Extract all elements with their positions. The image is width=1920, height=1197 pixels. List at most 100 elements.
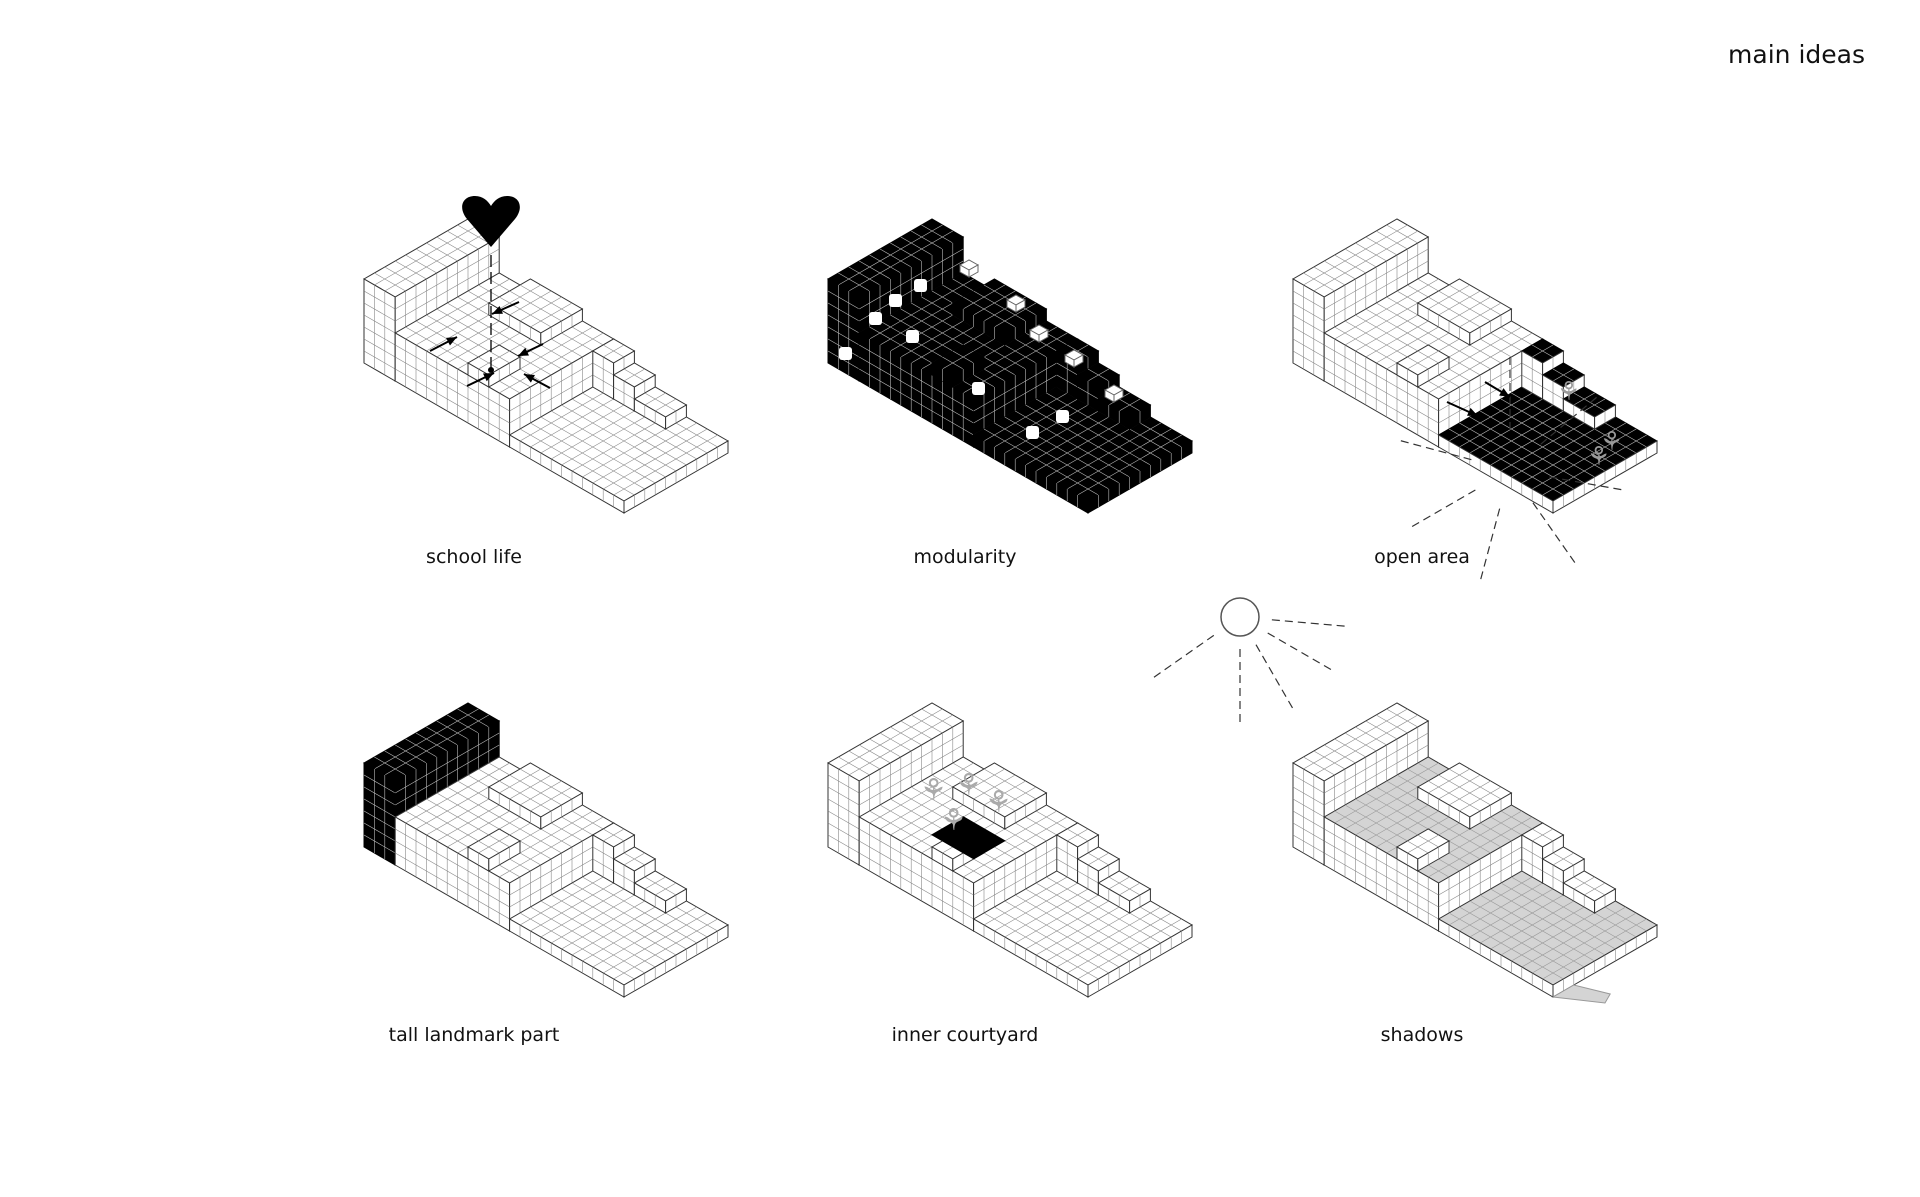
white-module bbox=[869, 312, 882, 325]
grid-lines bbox=[519, 380, 718, 496]
grid-lines bbox=[644, 889, 656, 907]
grid-lines bbox=[613, 381, 635, 405]
grid-lines bbox=[499, 768, 573, 812]
grid-lines bbox=[603, 344, 625, 358]
grid-lines bbox=[1521, 841, 1543, 877]
grid-lines bbox=[1067, 828, 1089, 842]
block bbox=[1437, 858, 1659, 998]
page-title: main ideas bbox=[1728, 40, 1865, 69]
panel-inner-courtyard: ⚘⚘⚘⚘ bbox=[826, 702, 1194, 998]
grid-lines bbox=[983, 380, 1182, 496]
face bbox=[1015, 299, 1026, 313]
block bbox=[1097, 870, 1152, 914]
label-school-life: school life bbox=[426, 546, 522, 568]
grid-lines bbox=[498, 363, 510, 381]
sun-icon bbox=[1220, 597, 1260, 637]
panel-school-life bbox=[362, 196, 730, 514]
grid-lines bbox=[1056, 841, 1078, 877]
grid-lines bbox=[963, 768, 1037, 812]
tree-icon: ⚘ bbox=[920, 773, 947, 808]
grid-lines bbox=[644, 876, 677, 896]
grid-lines bbox=[592, 357, 614, 393]
grid-lines bbox=[859, 823, 974, 925]
floating-module-icon bbox=[1063, 349, 1085, 368]
grid-lines bbox=[1324, 823, 1439, 925]
grid-lines bbox=[1448, 864, 1647, 980]
grid-lines bbox=[1014, 799, 1037, 823]
block bbox=[508, 858, 730, 998]
panel-modularity bbox=[826, 218, 1194, 514]
grid-lines bbox=[962, 309, 995, 339]
white-module bbox=[906, 330, 919, 343]
grid-lines bbox=[550, 799, 573, 823]
block bbox=[972, 858, 1194, 998]
block bbox=[633, 870, 688, 914]
grid-lines bbox=[1324, 339, 1439, 441]
grid-lines bbox=[1427, 847, 1439, 865]
grid-lines bbox=[1552, 368, 1574, 382]
panel-open-area: ⚘⚘⚘ bbox=[1291, 218, 1659, 582]
white-module bbox=[839, 347, 852, 360]
tree-icon: ⚘ bbox=[940, 803, 967, 838]
grid-lines bbox=[963, 284, 1037, 328]
grid-lines bbox=[1573, 876, 1606, 896]
grid-lines bbox=[478, 834, 510, 854]
grid-lines bbox=[1552, 852, 1574, 866]
dashed-ray bbox=[1267, 632, 1336, 673]
block bbox=[930, 344, 986, 388]
grid-lines bbox=[1479, 315, 1502, 339]
grid-lines bbox=[623, 852, 645, 866]
tree-icon: ⚘ bbox=[985, 785, 1012, 820]
grid-lines bbox=[827, 769, 860, 859]
face bbox=[1113, 389, 1124, 403]
grid-lines bbox=[1542, 381, 1564, 405]
grid-lines bbox=[498, 793, 531, 823]
grid-lines bbox=[478, 350, 510, 370]
grid-lines bbox=[1407, 350, 1439, 370]
grid-lines bbox=[644, 405, 656, 423]
block bbox=[1395, 344, 1451, 388]
block bbox=[1437, 374, 1659, 514]
block bbox=[1562, 870, 1617, 914]
grid-lines bbox=[395, 823, 510, 925]
block bbox=[1395, 828, 1451, 872]
arrow-head-icon bbox=[524, 374, 535, 383]
block bbox=[1562, 386, 1617, 430]
block bbox=[1416, 278, 1513, 346]
grid-lines bbox=[519, 441, 614, 507]
grid-lines bbox=[1087, 852, 1109, 866]
block bbox=[466, 828, 522, 872]
grid-lines bbox=[499, 284, 573, 328]
grid-lines bbox=[1542, 865, 1564, 889]
grid-lines bbox=[1563, 931, 1647, 991]
white-module bbox=[1026, 426, 1039, 439]
grid-lines bbox=[1098, 447, 1182, 507]
grid-lines bbox=[592, 841, 614, 877]
floating-module-icon bbox=[1005, 294, 1027, 313]
arrow-head-icon bbox=[492, 305, 503, 314]
grid-lines bbox=[1563, 447, 1647, 507]
tree-icon: ⚘ bbox=[955, 768, 982, 803]
grid-lines bbox=[519, 864, 718, 980]
grid-lines bbox=[838, 224, 953, 292]
grid-lines bbox=[983, 441, 1078, 507]
grid-lines bbox=[395, 339, 510, 441]
grid-lines bbox=[613, 865, 635, 889]
face bbox=[968, 264, 979, 278]
grid-lines bbox=[374, 708, 489, 776]
arrow-head-icon bbox=[446, 337, 457, 346]
grid-lines bbox=[962, 363, 974, 381]
grid-lines bbox=[603, 828, 625, 842]
grid-lines bbox=[1303, 224, 1418, 292]
label-inner-courtyard: inner courtyard bbox=[891, 1024, 1039, 1046]
grid-lines bbox=[1407, 834, 1439, 854]
arrow-head-icon bbox=[483, 373, 494, 382]
tree-icon: ⚘ bbox=[1557, 377, 1580, 407]
grid-lines bbox=[1448, 380, 1647, 496]
grid-lines bbox=[1108, 405, 1120, 423]
grid-lines bbox=[1427, 363, 1439, 381]
grid-lines bbox=[983, 925, 1078, 991]
grid-lines bbox=[1427, 793, 1460, 823]
grid-lines bbox=[983, 864, 1182, 980]
